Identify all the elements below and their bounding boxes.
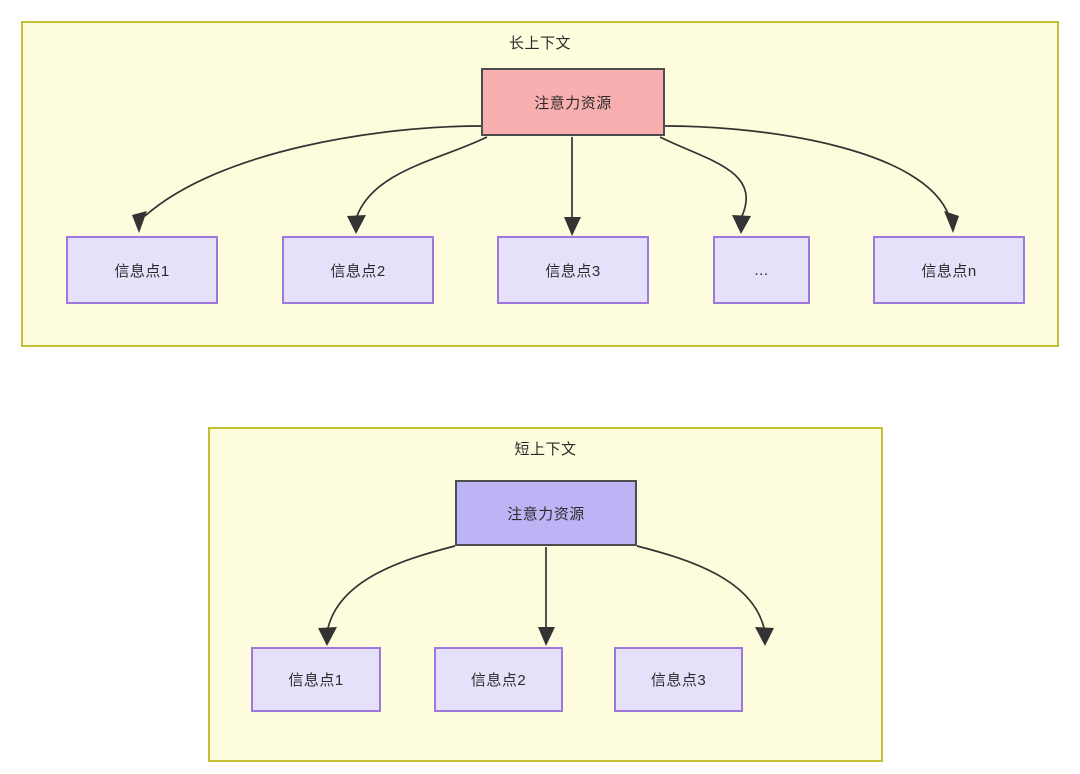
node-info-point-1-long[interactable]: 信息点1: [66, 236, 218, 304]
node-info-point-3-long[interactable]: 信息点3: [497, 236, 649, 304]
node-attention-resource-short[interactable]: 注意力资源: [455, 480, 637, 546]
node-label: 信息点n: [921, 262, 977, 280]
node-info-point-2-short[interactable]: 信息点2: [434, 647, 563, 712]
node-attention-resource-long[interactable]: 注意力资源: [481, 68, 665, 136]
node-info-point-2-long[interactable]: 信息点2: [282, 236, 434, 304]
node-label: 注意力资源: [507, 505, 585, 523]
node-info-point-3-short[interactable]: 信息点3: [614, 647, 743, 712]
node-label: 信息点3: [650, 672, 707, 689]
node-label: 信息点2: [330, 262, 386, 280]
node-label: 信息点2: [470, 672, 527, 689]
node-label: 信息点3: [545, 262, 601, 280]
node-info-point-ellipsis-long[interactable]: ...: [713, 236, 810, 304]
node-info-point-n-long[interactable]: 信息点n: [873, 236, 1025, 304]
group-short-context-title: 短上下文: [514, 441, 577, 458]
node-label: ...: [754, 261, 769, 279]
node-label: 信息点1: [114, 262, 170, 280]
node-label: 注意力资源: [534, 94, 612, 112]
node-info-point-1-short[interactable]: 信息点1: [251, 647, 381, 712]
group-long-context-title: 长上下文: [508, 35, 571, 52]
node-label: 信息点1: [288, 672, 344, 689]
